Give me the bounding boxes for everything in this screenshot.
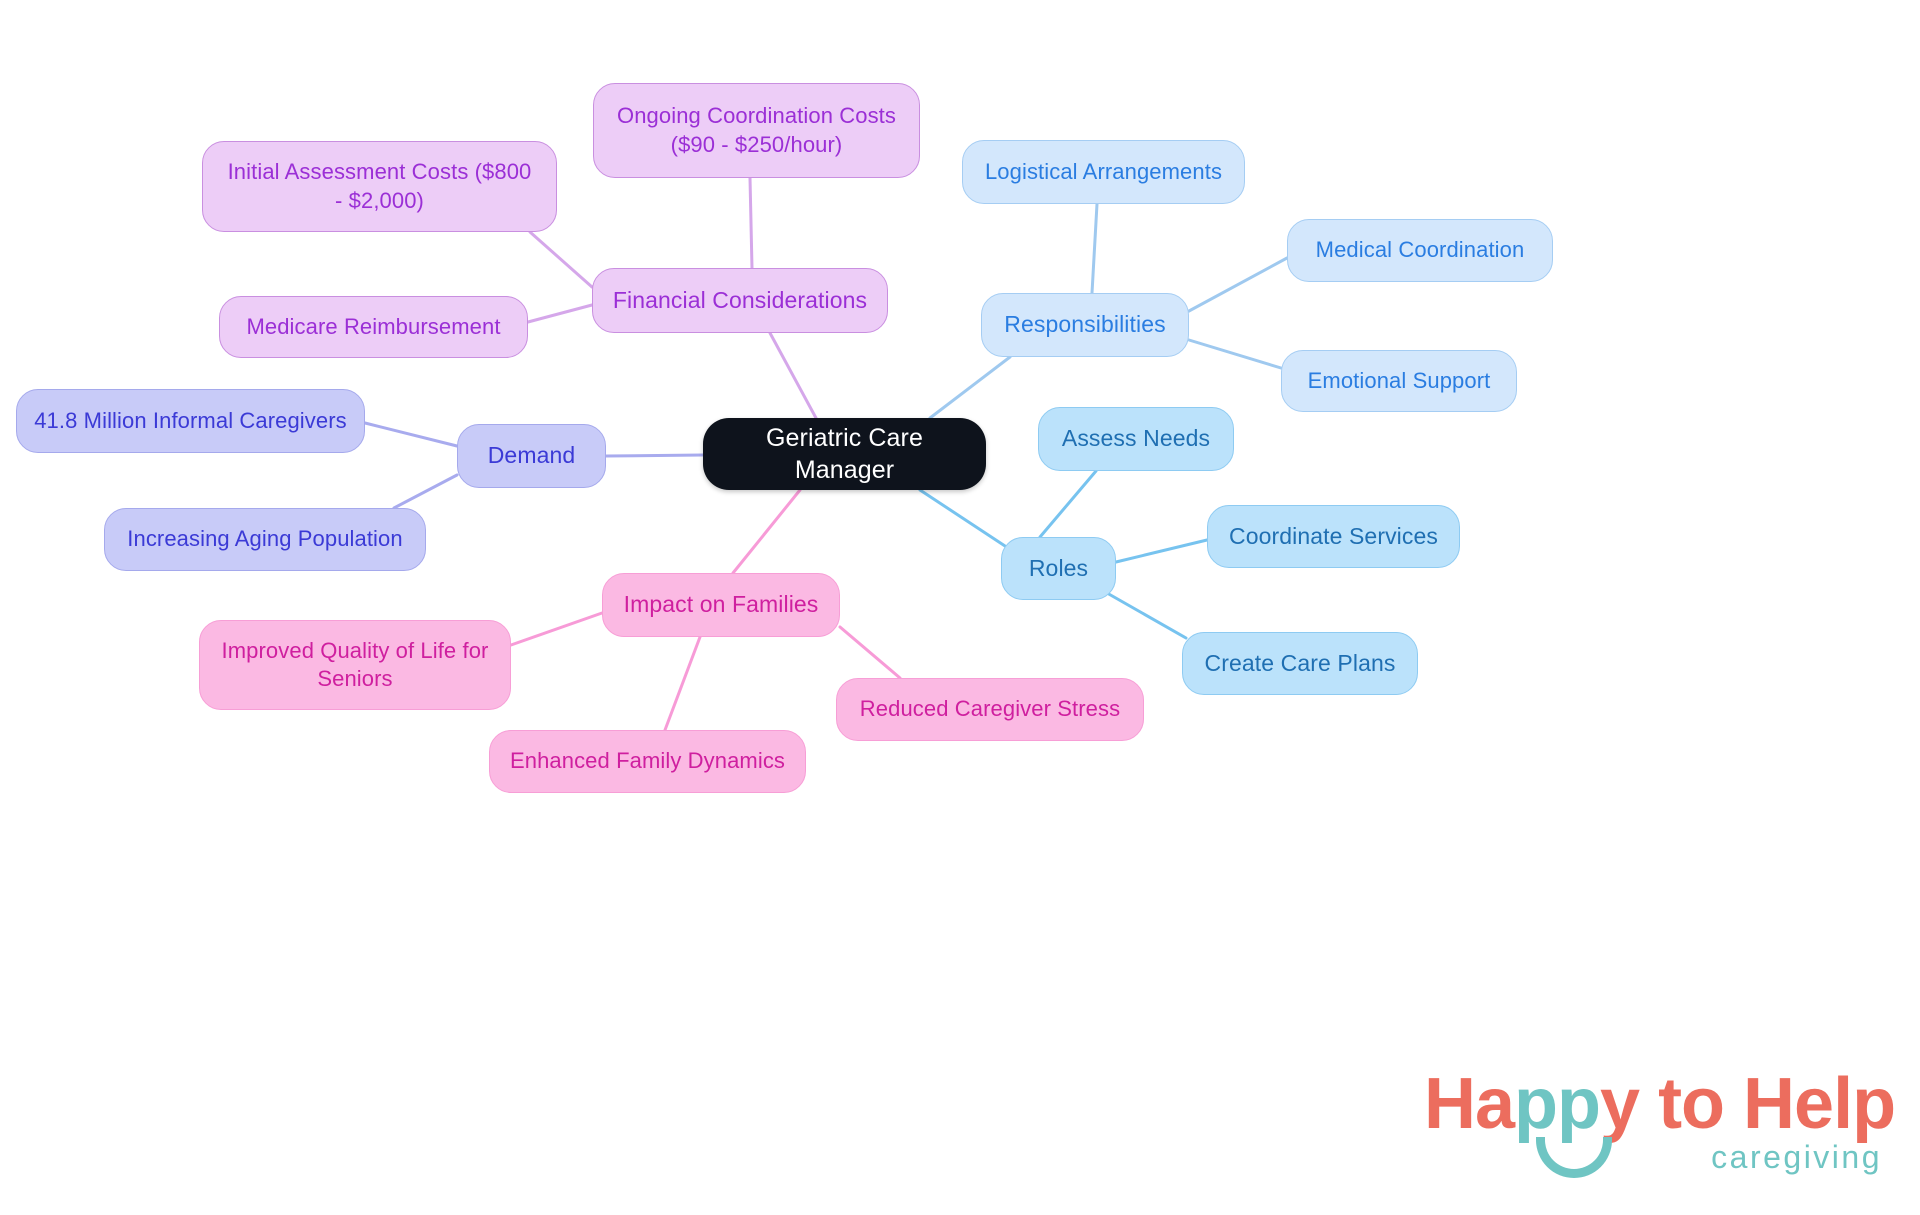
node-enhanced-family-dynamics[interactable]: Enhanced Family Dynamics	[489, 730, 806, 793]
edge-demand-to-aging_population	[392, 473, 459, 510]
logo-text-part2: pp	[1514, 1064, 1601, 1144]
node-improved-quality-of-life[interactable]: Improved Quality of Life for Seniors	[199, 620, 511, 710]
logo-tagline: caregiving	[1711, 1139, 1882, 1175]
edge-roles-to-coordinate_services	[1114, 538, 1209, 564]
edge-demand-to-informal_caregivers	[363, 421, 459, 448]
node-coordinate-services[interactable]: Coordinate Services	[1207, 505, 1460, 568]
edge-responsibilities-to-logistical_arrangements	[1090, 202, 1099, 295]
node-create-care-plans[interactable]: Create Care Plans	[1182, 632, 1418, 695]
edge-root-to-responsibilities	[928, 355, 1012, 420]
node-emotional-support[interactable]: Emotional Support	[1281, 350, 1517, 412]
edge-root-to-impact_on_families	[731, 488, 802, 575]
logo-text-part4: p	[1852, 1064, 1896, 1144]
node-reduced-caregiver-stress[interactable]: Reduced Caregiver Stress	[836, 678, 1144, 741]
node-roles[interactable]: Roles	[1001, 537, 1116, 600]
node-initial-assessment-costs[interactable]: Initial Assessment Costs ($800 - $2,000)	[202, 141, 557, 232]
edge-impact_on_families-to-improved_quality_of_life	[509, 611, 604, 647]
node-ongoing-coordination-costs[interactable]: Ongoing Coordination Costs ($90 - $250/h…	[593, 83, 920, 178]
node-financial-considerations[interactable]: Financial Considerations	[592, 268, 888, 333]
node-impact-on-families[interactable]: Impact on Families	[602, 573, 840, 637]
edge-roles-to-create_care_plans	[1098, 587, 1188, 640]
edge-financial_considerations-to-ongoing_coordination_costs	[748, 176, 754, 270]
node-responsibilities[interactable]: Responsibilities	[981, 293, 1189, 357]
logo-smile-icon	[1536, 1137, 1612, 1178]
node-medical-coordination[interactable]: Medical Coordination	[1287, 219, 1553, 282]
node-informal-caregivers[interactable]: 41.8 Million Informal Caregivers	[16, 389, 365, 453]
edge-financial_considerations-to-medicare_reimbursement	[526, 303, 594, 324]
node-root-geriatric-care-manager[interactable]: Geriatric Care Manager	[703, 418, 986, 490]
node-assess-needs[interactable]: Assess Needs	[1038, 407, 1234, 471]
node-medicare-reimbursement[interactable]: Medicare Reimbursement	[219, 296, 528, 358]
edge-impact_on_families-to-reduced_caregiver_stress	[838, 625, 902, 680]
edge-responsibilities-to-emotional_support	[1187, 338, 1283, 370]
node-demand[interactable]: Demand	[457, 424, 606, 488]
edge-root-to-financial_considerations	[768, 331, 818, 420]
edge-impact_on_families-to-enhanced_family_dynamics	[663, 635, 702, 732]
edge-responsibilities-to-medical_coordination	[1187, 256, 1289, 313]
node-logistical-arrangements[interactable]: Logistical Arrangements	[962, 140, 1245, 204]
edge-roles-to-assess_needs	[1038, 469, 1098, 539]
logo-text-part3: y to Hel	[1600, 1064, 1853, 1144]
logo-text-part1: Ha	[1424, 1064, 1515, 1144]
node-increasing-aging-population[interactable]: Increasing Aging Population	[104, 508, 426, 571]
edge-root-to-demand	[604, 453, 705, 458]
edge-root-to-roles	[918, 488, 1007, 548]
happy-to-help-logo: Happy to Help caregiving	[1424, 1063, 1896, 1193]
edge-financial_considerations-to-initial_assessment_costs	[528, 230, 594, 289]
logo-wordmark: Happy to Help	[1424, 1063, 1896, 1145]
